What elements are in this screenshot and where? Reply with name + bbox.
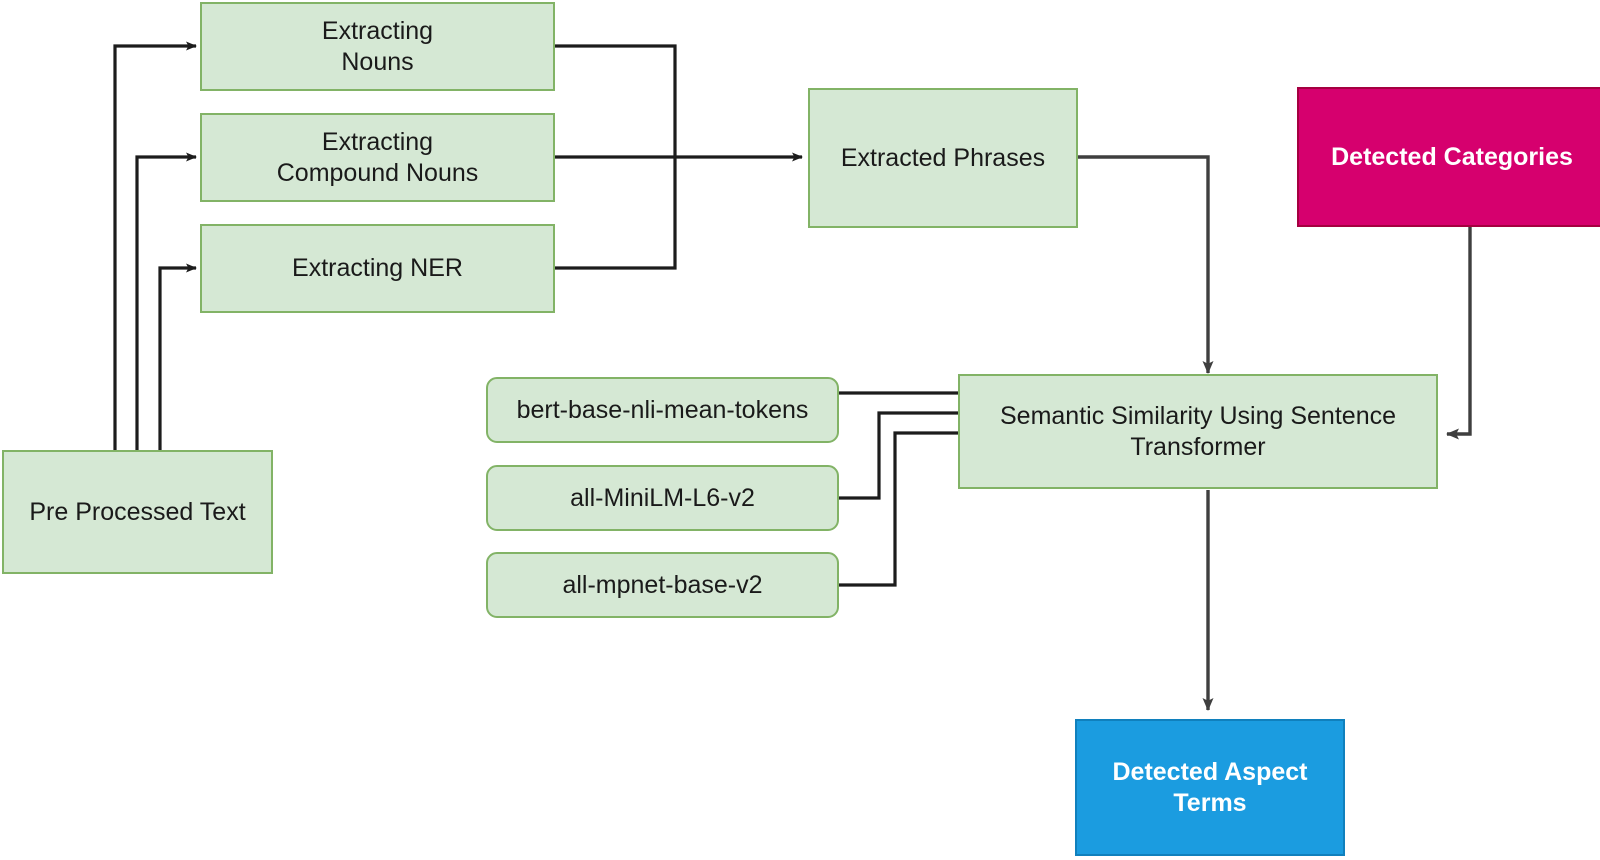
- node-extracted-phrases-label: Extracted Phrases: [840, 143, 1046, 172]
- node-extracting-ner[interactable]: Extracting NER: [200, 224, 555, 313]
- edge-ner-to-junction: [555, 157, 677, 270]
- edge-nouns-to-junction: [555, 44, 677, 157]
- node-detected-categories-label: Detected Categories: [1331, 142, 1573, 171]
- node-extracting-compound-nouns[interactable]: Extracting Compound Nouns: [200, 113, 555, 202]
- edge-pretext-to-ner: [158, 263, 197, 450]
- node-model-minilm[interactable]: all-MiniLM-L6-v2: [486, 465, 839, 531]
- edge-mpnet-to-semantic-similarity: [838, 428, 971, 587]
- edge-extracted-phrases-to-semantic-similarity: [1077, 155, 1214, 374]
- edge-detected-categories-to-semantic-similarity: [1446, 227, 1472, 440]
- node-detected-aspect-terms-label: Detected Aspect Terms: [1112, 758, 1308, 817]
- node-model-bert[interactable]: bert-base-nli-mean-tokens: [486, 377, 839, 443]
- node-extracted-phrases[interactable]: Extracted Phrases: [808, 88, 1078, 228]
- node-model-minilm-label: all-MiniLM-L6-v2: [570, 483, 755, 512]
- node-extracting-compound-nouns-label: Extracting Compound Nouns: [276, 128, 479, 187]
- edge-pretext-to-nouns: [113, 41, 197, 450]
- node-model-mpnet-label: all-mpnet-base-v2: [562, 570, 763, 599]
- edge-minilm-to-semantic-similarity: [838, 408, 971, 500]
- node-extracting-nouns-label: Extracting Nouns: [321, 17, 434, 76]
- node-model-bert-label: bert-base-nli-mean-tokens: [516, 395, 809, 424]
- node-extracting-nouns[interactable]: Extracting Nouns: [200, 2, 555, 91]
- node-model-mpnet[interactable]: all-mpnet-base-v2: [486, 552, 839, 618]
- node-semantic-similarity-label: Semantic Similarity Using Sentence Trans…: [1000, 402, 1396, 461]
- edge-pretext-to-compound-nouns: [135, 152, 197, 450]
- node-detected-aspect-terms[interactable]: Detected Aspect Terms: [1075, 719, 1345, 856]
- node-extracting-ner-label: Extracting NER: [292, 254, 463, 283]
- node-detected-categories[interactable]: Detected Categories: [1297, 87, 1600, 227]
- node-semantic-similarity[interactable]: Semantic Similarity Using Sentence Trans…: [958, 374, 1438, 489]
- node-pre-processed-text[interactable]: Pre Processed Text: [2, 450, 273, 574]
- node-pre-processed-text-label: Pre Processed Text: [29, 497, 246, 526]
